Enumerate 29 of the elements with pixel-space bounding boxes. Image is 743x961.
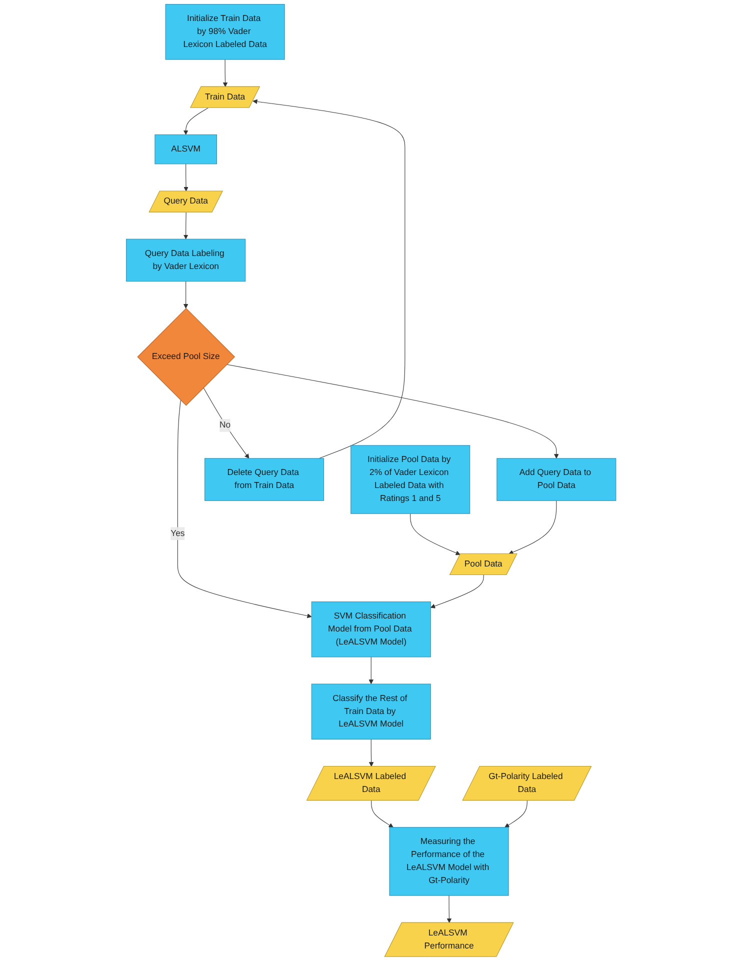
- arrow: [223, 59, 228, 88]
- arrow: [369, 656, 374, 684]
- arrow: [226, 364, 560, 459]
- arrow: [410, 513, 461, 556]
- node-box: Measuring the Performance of the LeALSVM Model with Gt-Polarity: [390, 827, 510, 896]
- node-box: Classify the Rest of Train Data by LeALSVM Model: [312, 684, 432, 740]
- arrow: [204, 387, 250, 459]
- node-diamond: Exceed Pool Size: [138, 308, 236, 406]
- node-box: Delete Query Data from Train Data: [204, 458, 324, 501]
- arrow: [253, 99, 406, 459]
- arrow: [178, 400, 312, 618]
- arrow: [184, 281, 189, 309]
- arrow: [184, 212, 189, 240]
- arrow: [509, 500, 558, 554]
- node-box: Initialize Pool Data by 2% of Vader Lexicon Labeled Data with Ratings 1 and 5: [350, 445, 470, 514]
- arrow: [184, 164, 189, 192]
- node-box: Query Data Labeling by Vader Lexicon: [126, 238, 246, 282]
- arrow: [430, 574, 484, 608]
- node-box: SVM Classification Model from Pool Data (LeALSVM Model): [312, 602, 432, 658]
- arrow: [184, 108, 209, 135]
- arrow: [369, 738, 374, 767]
- node-box: ALSVM: [155, 134, 218, 164]
- edge-label: Yes: [170, 528, 186, 538]
- node-box: Add Query Data to Pool Data: [497, 458, 617, 501]
- node-box: Initialize Train Data by 98% Vader Lexicon Labeled Data: [166, 4, 286, 60]
- arrow: [371, 800, 394, 828]
- edge-label: No: [220, 420, 231, 430]
- arrow: [504, 800, 528, 828]
- arrow: [447, 895, 452, 924]
